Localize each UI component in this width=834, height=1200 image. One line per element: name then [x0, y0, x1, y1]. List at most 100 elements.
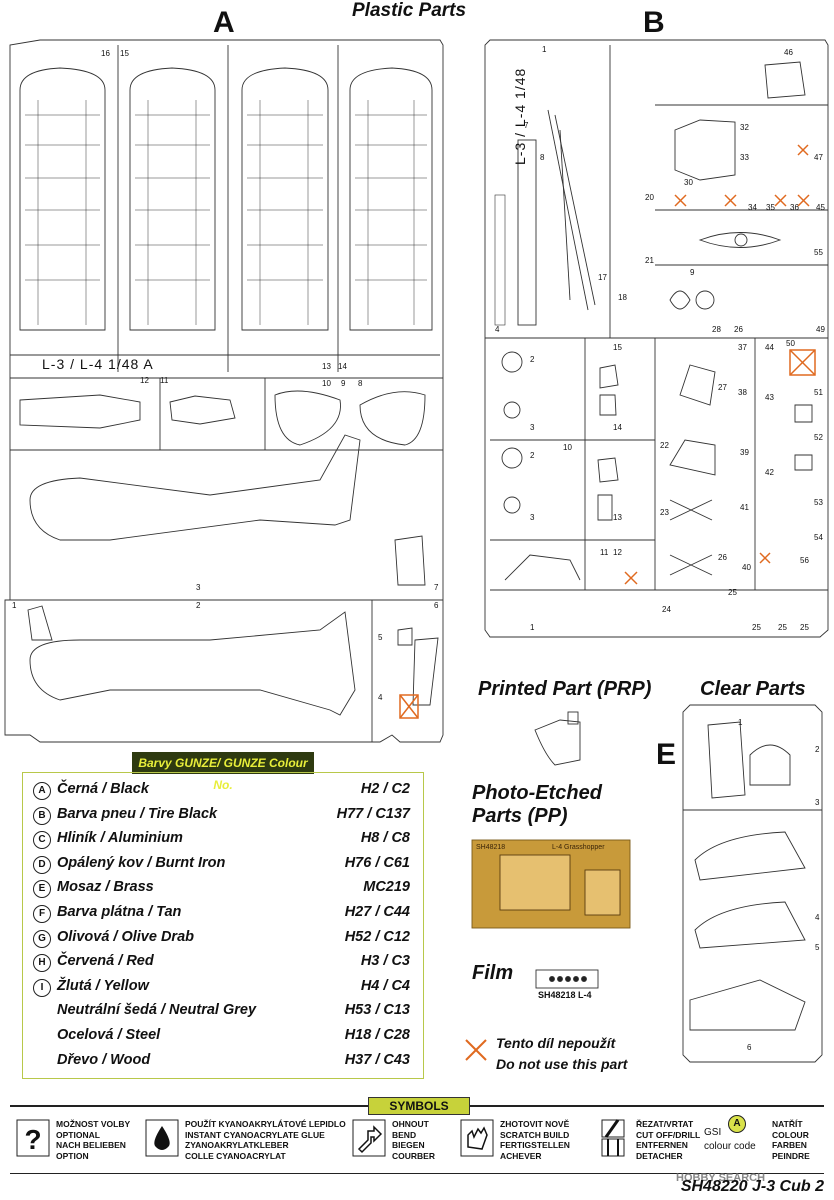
sprue-b-frame [484, 39, 829, 638]
colour-mark-icon: A [728, 1115, 746, 1133]
page-footer: SH48220 J-3 Cub 2 [680, 1178, 824, 1195]
svg-text:45: 45 [816, 203, 825, 212]
svg-text:20: 20 [645, 193, 654, 202]
film-label: SH48218 L-4 [538, 990, 592, 1000]
glue-drop-icon [145, 1119, 179, 1157]
colour-code: H4 / C4 [360, 977, 410, 994]
svg-text:2: 2 [196, 601, 201, 610]
svg-text:1: 1 [738, 718, 743, 727]
clear-parts-heading: Clear Parts [700, 678, 806, 700]
colour-code: H27 / C44 [344, 904, 410, 920]
svg-text:56: 56 [800, 556, 809, 565]
svg-text:11: 11 [600, 548, 609, 557]
colour-name: Ocelová / Steel [57, 1027, 161, 1043]
svg-text:21: 21 [645, 256, 654, 265]
svg-text:11: 11 [160, 376, 169, 385]
svg-text:37: 37 [738, 343, 747, 352]
svg-text:15: 15 [613, 343, 622, 352]
svg-text:36: 36 [790, 203, 799, 212]
svg-text:17: 17 [598, 273, 607, 282]
clear-parts-sprue [682, 704, 823, 1063]
svg-text:33: 33 [740, 153, 749, 162]
photo-etched-heading-line2: Parts (PP) [472, 805, 568, 827]
svg-text:12: 12 [140, 376, 149, 385]
svg-text:43: 43 [765, 393, 774, 402]
svg-text:23: 23 [660, 508, 669, 517]
colour-mark-icon: D [33, 855, 51, 874]
svg-text:14: 14 [338, 362, 347, 371]
svg-text:35: 35 [766, 203, 775, 212]
svg-text:5: 5 [378, 633, 383, 642]
svg-text:7: 7 [434, 583, 439, 592]
svg-text:40: 40 [742, 563, 751, 572]
svg-text:1: 1 [12, 601, 17, 610]
colour-name: Neutrální šedá / Neutral Grey [57, 1002, 257, 1019]
sprue-a-frame [4, 39, 444, 743]
colour-table-header: Barvy GUNZE/ GUNZE Colour No. [132, 752, 314, 792]
colour-code: H18 / C28 [344, 1027, 410, 1043]
svg-text:9: 9 [341, 379, 346, 388]
svg-text:3: 3 [196, 583, 201, 592]
svg-text:3: 3 [530, 423, 535, 432]
svg-text:3: 3 [815, 798, 820, 807]
svg-text:8: 8 [358, 379, 363, 388]
colour-code: H3 / C3 [360, 953, 410, 970]
question-icon: ? [16, 1119, 50, 1157]
svg-text:6: 6 [434, 601, 439, 610]
svg-text:15: 15 [120, 49, 129, 58]
svg-text:25: 25 [728, 588, 737, 597]
colour-name: Černá / Black [57, 781, 149, 797]
svg-text:14: 14 [613, 423, 622, 432]
colour-mark-icon: F [33, 905, 51, 923]
colour-name: Červená / Red [57, 953, 154, 970]
svg-text:46: 46 [784, 48, 793, 57]
svg-text:8: 8 [540, 153, 545, 162]
svg-text:49: 49 [816, 325, 825, 334]
plastic-parts-title: Plastic Parts [352, 0, 467, 21]
colour-name: Barva pneu / Tire Black [57, 805, 218, 822]
svg-text:13: 13 [613, 513, 622, 522]
cut-drill-icon [601, 1119, 625, 1157]
svg-text:47: 47 [814, 153, 823, 162]
svg-text:10: 10 [322, 379, 331, 388]
colour-mark-icon: G [33, 929, 51, 948]
svg-text:34: 34 [748, 203, 757, 212]
svg-text:22: 22 [660, 441, 669, 450]
colour-mark-icon: E [33, 880, 51, 899]
svg-text:25: 25 [800, 623, 809, 632]
sprue-e-letter: E [656, 738, 677, 771]
svg-text:?: ? [24, 1124, 41, 1155]
colour-code: H77 / C137 [336, 805, 410, 822]
gsi-label: GSI [704, 1127, 722, 1138]
svg-text:10: 10 [563, 443, 572, 452]
svg-text:6: 6 [747, 1043, 752, 1052]
sprue-b-letter: B [643, 6, 665, 39]
svg-text:4: 4 [378, 693, 383, 702]
colour-mark-icon: B [33, 806, 51, 825]
svg-text:16: 16 [101, 49, 110, 58]
svg-text:50: 50 [786, 339, 795, 348]
colour-name: Mosaz / Brass [57, 879, 154, 896]
svg-text:25: 25 [752, 623, 761, 632]
svg-text:4: 4 [495, 325, 500, 334]
svg-text:41: 41 [740, 503, 749, 512]
svg-text:55: 55 [814, 248, 823, 257]
svg-text:26: 26 [718, 553, 727, 562]
svg-text:24: 24 [662, 605, 671, 614]
